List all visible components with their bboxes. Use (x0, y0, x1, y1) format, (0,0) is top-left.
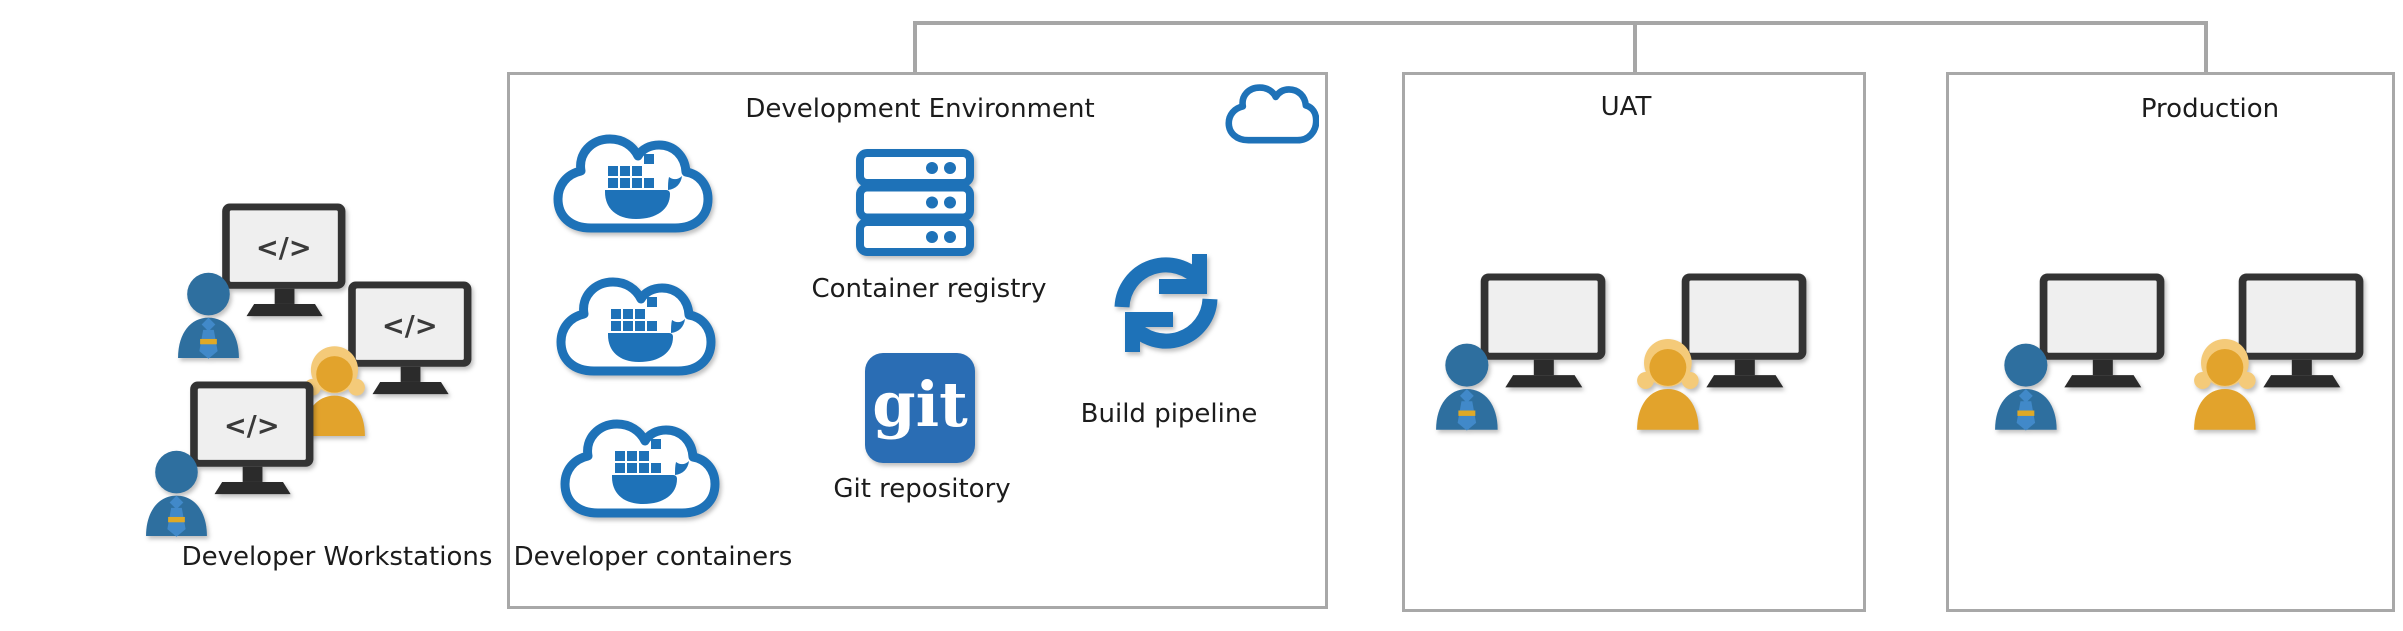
workstation-male-user-icon-2: </> (146, 381, 314, 537)
monitor-icon (2039, 273, 2165, 388)
build-pipeline-label: Build pipeline (1080, 399, 1258, 429)
connector-line-vertical-production (2204, 21, 2208, 72)
connector-line-vertical-uat (1633, 21, 1637, 72)
developer-containers-label: Developer containers (513, 542, 793, 572)
code-icon: </> (256, 233, 312, 264)
development-environment-box: Development Environment Developer contai… (507, 72, 1328, 609)
connector-line-horizontal (915, 21, 2208, 25)
production-box: Production (1946, 72, 2395, 612)
monitor-icon (2238, 273, 2364, 388)
female-user-icon (2194, 338, 2256, 430)
code-icon: </> (382, 311, 438, 342)
sync-arrows-icon (1111, 248, 1221, 358)
production-title: Production (2140, 94, 2280, 124)
uat-title: UAT (1600, 92, 1652, 122)
docker-cloud-icon-2 (556, 271, 716, 383)
code-icon: </> (224, 411, 280, 442)
docker-cloud-icon-3 (560, 413, 720, 525)
uat-female-user-icon (1637, 273, 1807, 430)
production-female-user-icon (2194, 273, 2364, 430)
production-male-user-icon (1995, 273, 2165, 431)
server-registry-icon (855, 149, 975, 256)
git-logo: git (865, 353, 975, 463)
monitor-icon (1681, 273, 1807, 388)
uat-male-user-icon (1436, 273, 1606, 431)
uat-box: UAT (1402, 72, 1866, 612)
docker-cloud-icon-1 (553, 128, 713, 240)
female-user-icon (1637, 338, 1699, 430)
monitor-icon (1480, 273, 1606, 388)
container-registry-label: Container registry (811, 274, 1047, 304)
workstation-female-user-icon: </> (304, 281, 472, 436)
connector-line-vertical-dev (913, 21, 917, 72)
git-repository-label: Git repository (833, 474, 1011, 504)
developer-workstations-label: Developer Workstations (181, 542, 493, 572)
development-environment-title: Development Environment (745, 94, 1095, 124)
workstation-male-user-icon: </> (178, 203, 346, 359)
cloud-icon (1225, 81, 1319, 147)
